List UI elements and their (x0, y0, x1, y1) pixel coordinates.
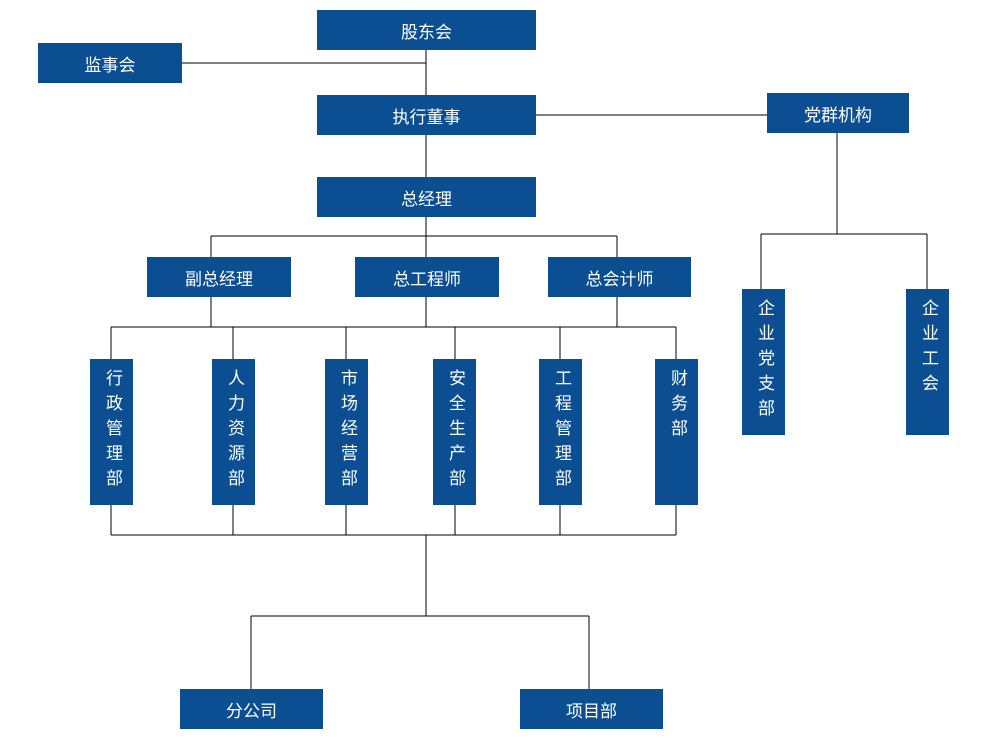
shareholders-box: 股东会 (317, 10, 536, 50)
department-box-marketing: 市场经营部 (325, 359, 368, 505)
branch-company-label: 分公司 (226, 701, 277, 722)
department-box-admin: 行政管理部 (90, 359, 133, 505)
branch-company-box: 分公司 (180, 689, 323, 729)
department-label: 人力资源部 (224, 369, 244, 494)
department-label: 财务部 (667, 369, 687, 444)
party-branch-label: 企业党支部 (754, 299, 774, 424)
project-dept-label: 项目部 (566, 701, 617, 722)
chief-accountant-box: 总会计师 (548, 257, 691, 297)
department-label: 安全生产部 (445, 369, 465, 494)
chief-engineer-label: 总工程师 (393, 269, 461, 290)
general-manager-label: 总经理 (401, 189, 452, 210)
deputy-gm-box: 副总经理 (147, 257, 291, 297)
project-dept-box: 项目部 (520, 689, 663, 729)
general-manager-box: 总经理 (317, 177, 536, 217)
department-label: 工程管理部 (551, 369, 571, 494)
supervisors-box: 监事会 (38, 43, 182, 83)
executive-director-label: 执行董事 (392, 107, 461, 128)
party-org-box: 党群机构 (767, 93, 909, 133)
party-org-label: 党群机构 (804, 105, 872, 126)
labor-union-label: 企业工会 (918, 299, 938, 399)
department-label: 市场经营部 (337, 369, 357, 494)
department-box-safety: 安全生产部 (433, 359, 476, 505)
chief-engineer-box: 总工程师 (355, 257, 499, 297)
supervisors-label: 监事会 (84, 55, 136, 76)
shareholders-label: 股东会 (401, 22, 452, 43)
department-label: 行政管理部 (102, 369, 122, 494)
labor-union-box: 企业工会 (906, 289, 949, 435)
party-branch-box: 企业党支部 (742, 289, 785, 435)
department-box-engineering: 工程管理部 (539, 359, 582, 505)
department-box-hr: 人力资源部 (212, 359, 255, 505)
deputy-gm-label: 副总经理 (185, 269, 253, 290)
department-box-finance: 财务部 (655, 359, 698, 505)
chief-accountant-label: 总会计师 (585, 269, 654, 290)
executive-director-box: 执行董事 (317, 95, 536, 135)
